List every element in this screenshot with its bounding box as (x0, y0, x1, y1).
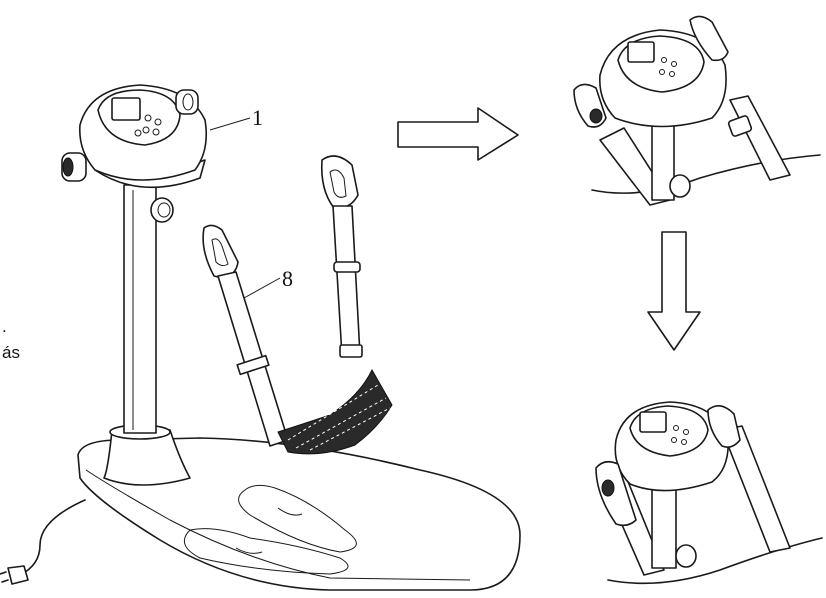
column (123, 184, 157, 434)
arrow-down-icon (647, 231, 701, 351)
right-strap-hook (175, 89, 199, 115)
power-cord (19, 499, 86, 576)
arrow-right-icon (397, 107, 519, 161)
belt-mesh (277, 368, 393, 455)
left-footprint (183, 528, 349, 575)
detail-top-right (573, 15, 821, 206)
cropped-text-dot: . (2, 317, 7, 336)
right-footprint (238, 484, 357, 553)
belt-right-strap (332, 205, 361, 357)
callout-1: 1 (252, 105, 263, 130)
callout-8: 8 (282, 266, 293, 291)
massage-machine: 1 (0, 84, 521, 591)
power-plug (7, 565, 29, 585)
detail-bottom-right (595, 401, 823, 585)
belt-right-hook (320, 155, 359, 210)
belt-left-hook (202, 224, 239, 279)
column-base (103, 429, 191, 486)
cropped-text-as: ás (2, 343, 20, 362)
lcd-display (111, 97, 141, 121)
massage-belt: 8 (202, 155, 393, 455)
